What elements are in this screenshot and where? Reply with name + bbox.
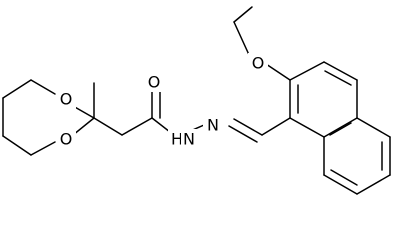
bond-ch-n-double-2: [228, 125, 258, 143]
bond-naph-c4a-c5: [356, 117, 391, 138]
bond-naph-c6-c7: [356, 174, 391, 195]
bond-ch-n-double-1: [233, 118, 263, 136]
bond-ring-c-c-left-bottom: [2, 135, 32, 156]
bond-ethyl-ch2-o: [233, 21, 251, 58]
bond-naph-c7-c8-inner: [330, 169, 358, 186]
bond-quaternary-o-top: [72, 105, 95, 119]
bond-ring-c-o-bottom: [30, 141, 56, 156]
bond-ch2-quaternary: [93, 117, 123, 136]
hydrazide-n1-label: N: [183, 130, 195, 149]
bond-o-top-c: [30, 79, 56, 95]
molecule-diagram: O O O O H N N: [2, 6, 391, 195]
bond-naph-c7-c8: [323, 174, 358, 195]
bond-nh-carbonyl: [151, 117, 171, 133]
bond-naph-c3-c4: [323, 61, 358, 81]
bond-o-naph-c2: [265, 63, 291, 81]
bond-naph-c3-c4-inner: [324, 70, 352, 86]
bond-naph-c4a-c8a-inner: [329, 122, 352, 136]
structure-svg: O O O O H N N: [2, 6, 391, 195]
bond-naph-c8a-c1: [289, 117, 325, 138]
hydrazide-nh-label: H: [171, 130, 183, 149]
bond-ring-c-c-left-top: [2, 79, 32, 99]
bond-quaternary-o-bottom: [72, 117, 95, 136]
hydrazide-n2-label: N: [207, 116, 219, 135]
bond-ethyl-ch3-ch2: [233, 6, 253, 23]
ring-oxygen-bottom-label: O: [60, 130, 73, 149]
ethoxy-oxygen-label: O: [252, 54, 265, 73]
carbonyl-oxygen-label: O: [148, 73, 161, 92]
bond-carbonyl-ch2: [121, 117, 153, 136]
bond-naph-c2-c3: [289, 61, 325, 81]
ring-oxygen-top-label: O: [60, 90, 73, 109]
bond-naph-c4a-c8a: [323, 117, 358, 138]
bond-naph-c1-ch: [261, 117, 291, 136]
